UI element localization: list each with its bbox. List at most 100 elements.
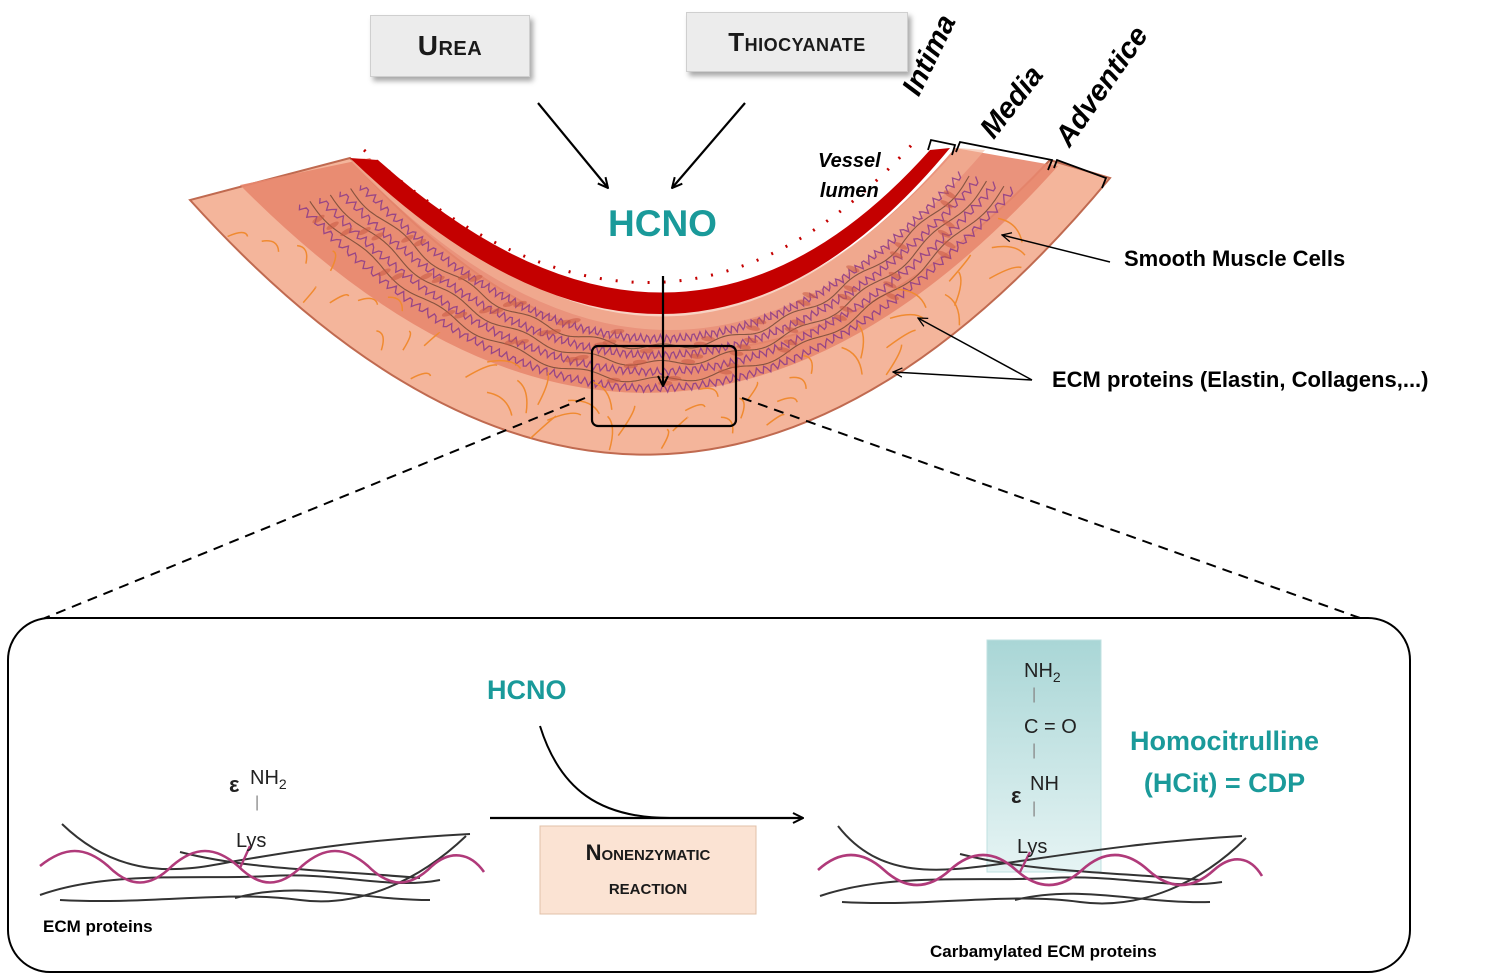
collagen-fiber [607, 415, 614, 451]
smc-nucleus [606, 377, 621, 383]
right-nh2: NH2 [1024, 660, 1061, 685]
collagen-fiber [766, 413, 785, 426]
smc-nucleus [502, 300, 517, 307]
collagen-fiber [988, 266, 1022, 280]
endothelium-lining [350, 148, 985, 331]
smc-nucleus [718, 369, 733, 375]
ecm-proteins-label: ECM proteins (Elastin, Collagens,...) [1052, 367, 1429, 392]
smc-nucleus [340, 227, 353, 237]
left-ecm-caption: ECM proteins [43, 917, 153, 936]
smc-nucleus [744, 337, 758, 344]
collagen-fiber [357, 297, 379, 305]
smc-nucleus [752, 318, 767, 325]
collagen-fiber [227, 231, 249, 238]
collagen-fiber [672, 416, 689, 432]
hcno-curve [539, 725, 671, 819]
thiocyanate-box: Thiocyanate [686, 12, 908, 72]
smc-nucleus [839, 305, 854, 313]
media-layer [240, 148, 1058, 393]
smc-nucleus [515, 339, 529, 346]
collagen-fiber [617, 405, 636, 437]
smc-nucleus [574, 354, 589, 361]
right-epsilon: ε [1011, 783, 1022, 808]
homocitrulline-line1: Homocitrulline [1130, 726, 1320, 756]
vessel-lumen-line1: Vessel [818, 150, 881, 172]
smc-pointer [1002, 235, 1111, 263]
homocitrulline-line2: (HCit) = CDP [1143, 768, 1306, 798]
smc-nucleus [413, 238, 427, 247]
collagen-fiber [948, 254, 972, 282]
collagen-fiber [423, 332, 441, 347]
smc-nucleus [453, 311, 468, 319]
reaction-box [539, 825, 757, 915]
smc-nucleus [490, 307, 504, 315]
smc-nucleus [838, 293, 852, 301]
elastin-fiber [359, 171, 962, 345]
smc-nucleus [736, 344, 751, 350]
smc-nucleus [667, 375, 682, 381]
collagen-fiber [329, 250, 337, 272]
smc-nucleus [419, 272, 433, 281]
thiocyanate-label: Thiocyanate [728, 26, 866, 57]
left-nh2-base: NH [250, 767, 279, 789]
smc-nucleus [894, 242, 908, 250]
right-nh2-base: NH [1024, 660, 1053, 682]
smc-nucleus [623, 363, 638, 369]
smc-nucleus [791, 319, 805, 326]
collagen-fiber [516, 379, 528, 414]
smc-nucleus [843, 285, 857, 293]
collagen-fiber [857, 323, 865, 359]
collagen-fiber [841, 346, 863, 375]
collagen-fiber [953, 271, 962, 306]
reaction-text: Nonenzymatic reaction [540, 826, 756, 914]
smc-nucleus [658, 380, 673, 386]
right-fibers [817, 825, 1264, 905]
smc-nucleus [796, 299, 811, 306]
smc-nucleus [469, 274, 483, 282]
smc-nucleus [358, 227, 371, 236]
smc-nucleus [846, 265, 860, 273]
smc-nucleus [681, 359, 696, 365]
right-co: C = O [1024, 716, 1077, 738]
collagen-fiber [789, 376, 807, 389]
left-nh2: NH2 [250, 767, 287, 792]
zoom-line-left [39, 397, 586, 621]
vessel-lumen-label: Vessel lumen [818, 146, 881, 206]
smc-nucleus [377, 268, 391, 277]
smc-nucleus [441, 309, 456, 317]
smc-nucleus [504, 339, 518, 346]
right-bond-3: | [1032, 800, 1037, 817]
smc-nucleus [547, 329, 561, 335]
collagen-fiber [465, 364, 498, 378]
left-epsilon: ε [229, 772, 240, 797]
smc-nucleus [689, 353, 704, 359]
smc-nucleus [776, 347, 791, 353]
intima-bracket [927, 138, 957, 156]
smc-nucleus [942, 219, 955, 228]
collagen-fiber [885, 344, 903, 376]
media-bracket [955, 140, 1054, 171]
ecm-pointer-1 [918, 318, 1033, 381]
adventice-bracket [1053, 158, 1108, 189]
smc-nucleus [566, 318, 581, 324]
smc-nucleus [746, 325, 760, 331]
top-hcno-label: HCNO [608, 203, 717, 244]
collagen-fiber [567, 399, 600, 415]
left-lys: Lys [236, 830, 267, 852]
left-magenta-fiber [39, 849, 486, 884]
smc-nucleus [632, 359, 647, 365]
smc-nucleus [890, 251, 903, 259]
collagen-fiber [329, 294, 350, 304]
collagen-fiber [886, 329, 916, 349]
smc-nucleus [537, 330, 551, 336]
smc-nucleus [942, 240, 956, 249]
collagen-fiber [261, 240, 280, 252]
collagen-fiber [486, 391, 513, 416]
homocitrulline-label: Homocitrulline (HCit) = CDP [1130, 720, 1319, 804]
collagen-fiber [739, 397, 745, 419]
collagen-fiber [402, 330, 412, 351]
smc-nucleus [431, 275, 445, 283]
smc-nucleus [943, 190, 957, 199]
